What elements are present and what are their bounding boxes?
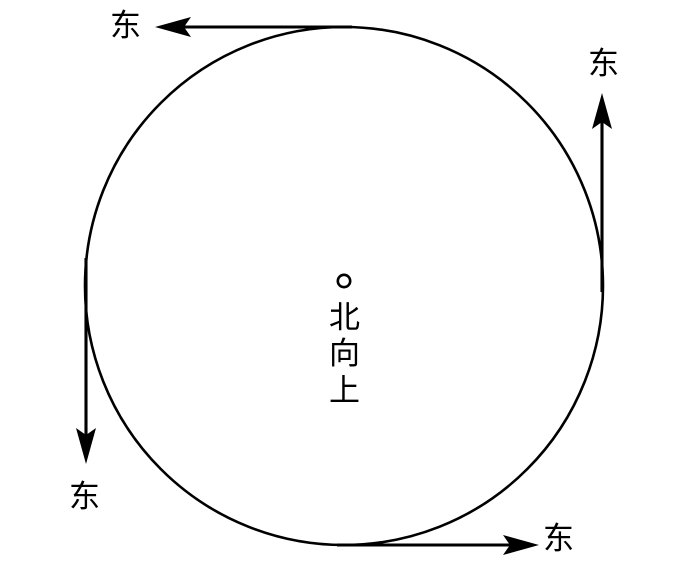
center-label-char-north: 北 xyxy=(329,300,360,336)
direction-label-east-top-left: 东 xyxy=(110,8,141,44)
arrow-bottom-left-down xyxy=(76,258,96,464)
direction-label-east-right: 东 xyxy=(588,46,619,82)
center-orientation-label: 北 向 上 xyxy=(329,300,360,409)
direction-label-east-bottom-left: 东 xyxy=(69,479,100,515)
arrow-bottom-right-head xyxy=(503,535,539,555)
arrow-right-up-head xyxy=(592,93,612,129)
center-label-char-toward: 向 xyxy=(329,336,360,373)
arrow-top-left-head xyxy=(155,17,191,37)
arrow-bottom-left-down-head xyxy=(76,428,96,464)
arrow-bottom-right xyxy=(337,535,539,555)
arrow-right-up xyxy=(592,93,612,292)
center-label-char-up: 上 xyxy=(329,372,360,409)
direction-label-east-bottom-right: 东 xyxy=(543,521,574,557)
center-point-marker xyxy=(336,273,352,289)
arrow-top-left xyxy=(155,17,352,37)
